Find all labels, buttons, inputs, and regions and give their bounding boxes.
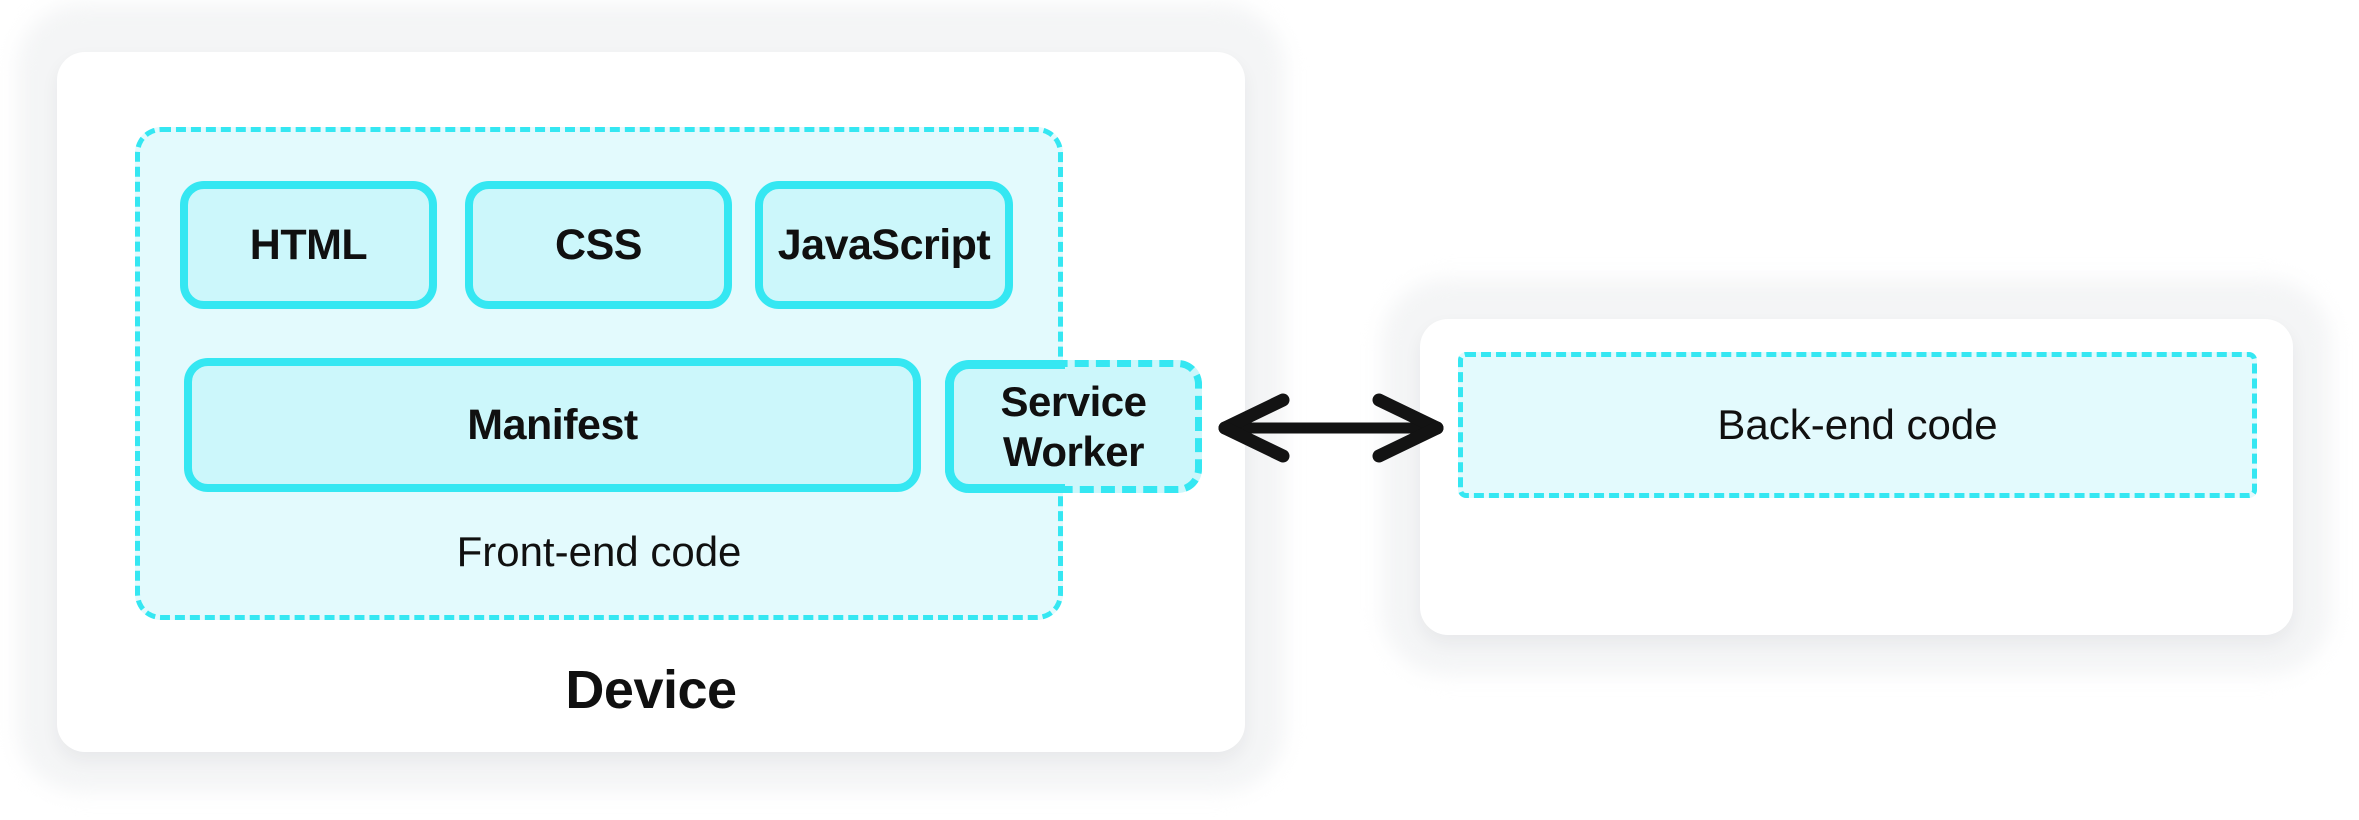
css-box: CSS <box>465 181 732 309</box>
web-server-card: Back-end code Web server <box>1420 319 2293 635</box>
back-end-code-box: Back-end code <box>1458 352 2257 498</box>
css-label: CSS <box>555 220 642 269</box>
manifest-box: Manifest <box>184 358 921 492</box>
device-title: Device <box>565 660 737 720</box>
html-box: HTML <box>180 181 437 309</box>
front-end-code-caption: Front-end code <box>456 528 742 575</box>
device-card: HTML CSS JavaScript Manifest Service Wor… <box>57 52 1245 752</box>
javascript-label: JavaScript <box>777 220 991 269</box>
back-end-code-caption: Back-end code <box>1717 401 1998 448</box>
bidirectional-arrow-icon <box>1218 393 1444 463</box>
service-worker-label: Service Worker <box>1000 377 1147 475</box>
html-label: HTML <box>249 220 368 269</box>
javascript-box: JavaScript <box>755 181 1013 309</box>
service-worker-box: Service Worker <box>945 360 1202 493</box>
manifest-label: Manifest <box>467 400 638 449</box>
